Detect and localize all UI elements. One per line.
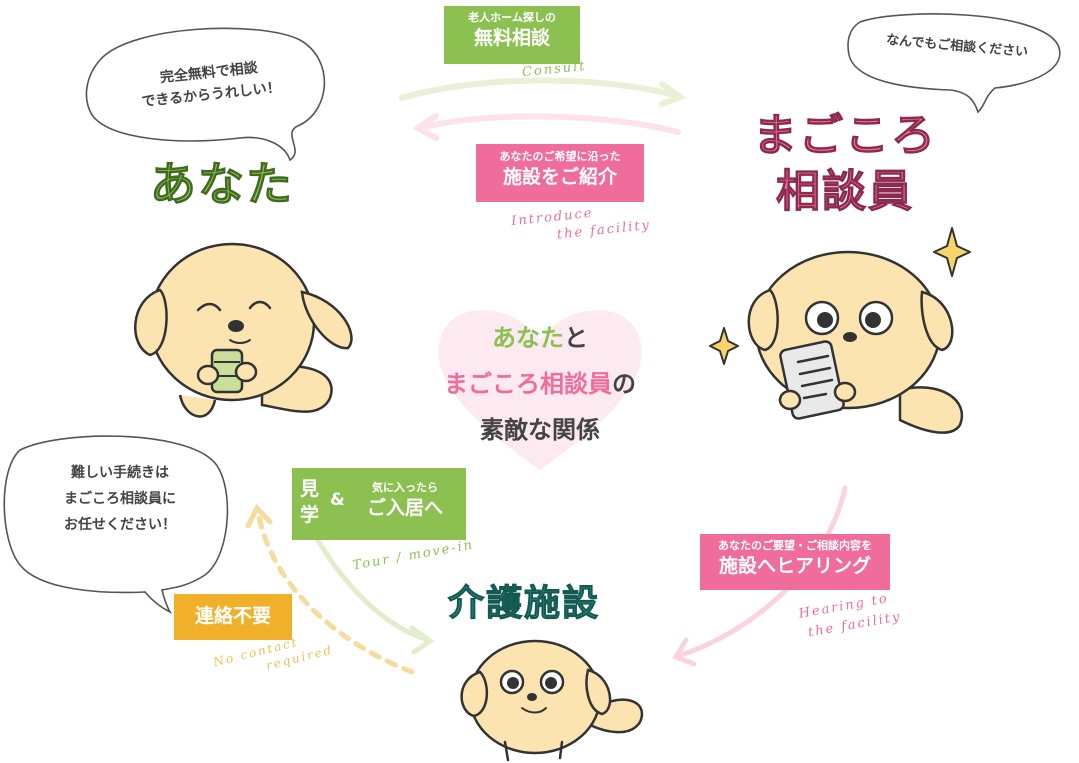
center-particle: と: [564, 324, 588, 352]
center-you: あなた: [492, 324, 564, 352]
tag-small-text: あなたのご要望・ご相談内容を: [718, 539, 872, 552]
title-consultant: まごころ 相談員: [740, 108, 950, 220]
tag-left-char: 見: [300, 478, 320, 500]
center-relationship: 素敵な関係: [480, 416, 600, 444]
consultant-bubble: [847, 13, 1061, 114]
heart-shape: [438, 310, 642, 470]
tag-large-text: ご入居へ: [366, 497, 443, 519]
title-line: まごころ: [753, 110, 937, 162]
center-consultant: まごころ相談員: [444, 370, 612, 398]
tag-large-text: 無料相談: [473, 27, 550, 49]
tag-large-text: 施設をご紹介: [502, 166, 617, 188]
consult-arrow: [399, 77, 681, 101]
tag-large-text: 施設へヒアリング: [718, 555, 871, 577]
dog-you-illustration: [134, 242, 353, 418]
center-relationship-text: あなたと まごころ相談員の 素敵な関係: [355, 315, 725, 453]
procedure-bubble: [3, 435, 229, 614]
tag-small-text: あなたのご希望に沿った: [499, 150, 621, 163]
center-particle: の: [612, 370, 636, 398]
dog-facility-illustration: [460, 639, 644, 762]
tag-consult: 老人ホーム探しの 無料相談: [444, 6, 580, 64]
tag-introduce: あなたのご希望に沿った 施設をご紹介: [476, 144, 644, 202]
tour-arrow: [309, 527, 431, 643]
title-facility: 介護施設: [447, 583, 601, 625]
bubble-line: お任せください！: [64, 517, 176, 533]
sparkle-icon: [933, 227, 971, 277]
sparkle-icon: [709, 327, 739, 365]
dog-consultant-illustration: [747, 250, 964, 434]
tag-small-text: 老人ホーム探しの: [468, 11, 556, 24]
tag-hearing: あなたのご要望・ご相談内容を 施設へヒアリング: [700, 534, 890, 590]
you-bubble: [85, 27, 326, 162]
tag-nocontact: 連絡不要: [174, 594, 292, 640]
bubble-line: まごころ相談員に: [64, 491, 176, 507]
procedure-bubble-text: 難しい手続きは まごころ相談員に お任せください！: [30, 460, 210, 538]
tag-left-char: 学: [300, 504, 320, 526]
nocontact-arrow: [255, 509, 415, 675]
tag-small-text: 気に入ったら: [372, 481, 438, 494]
title-you: あなた: [150, 157, 294, 212]
title-line: 相談員: [776, 166, 914, 218]
tag-tour: 見 学 & 気に入ったら ご入居へ: [292, 468, 466, 540]
bubble-line: 難しい手続きは: [71, 465, 169, 481]
tag-large-text: 連絡不要: [194, 605, 271, 627]
tag-amp: &: [330, 490, 345, 510]
introduce-arrow: [417, 113, 681, 135]
